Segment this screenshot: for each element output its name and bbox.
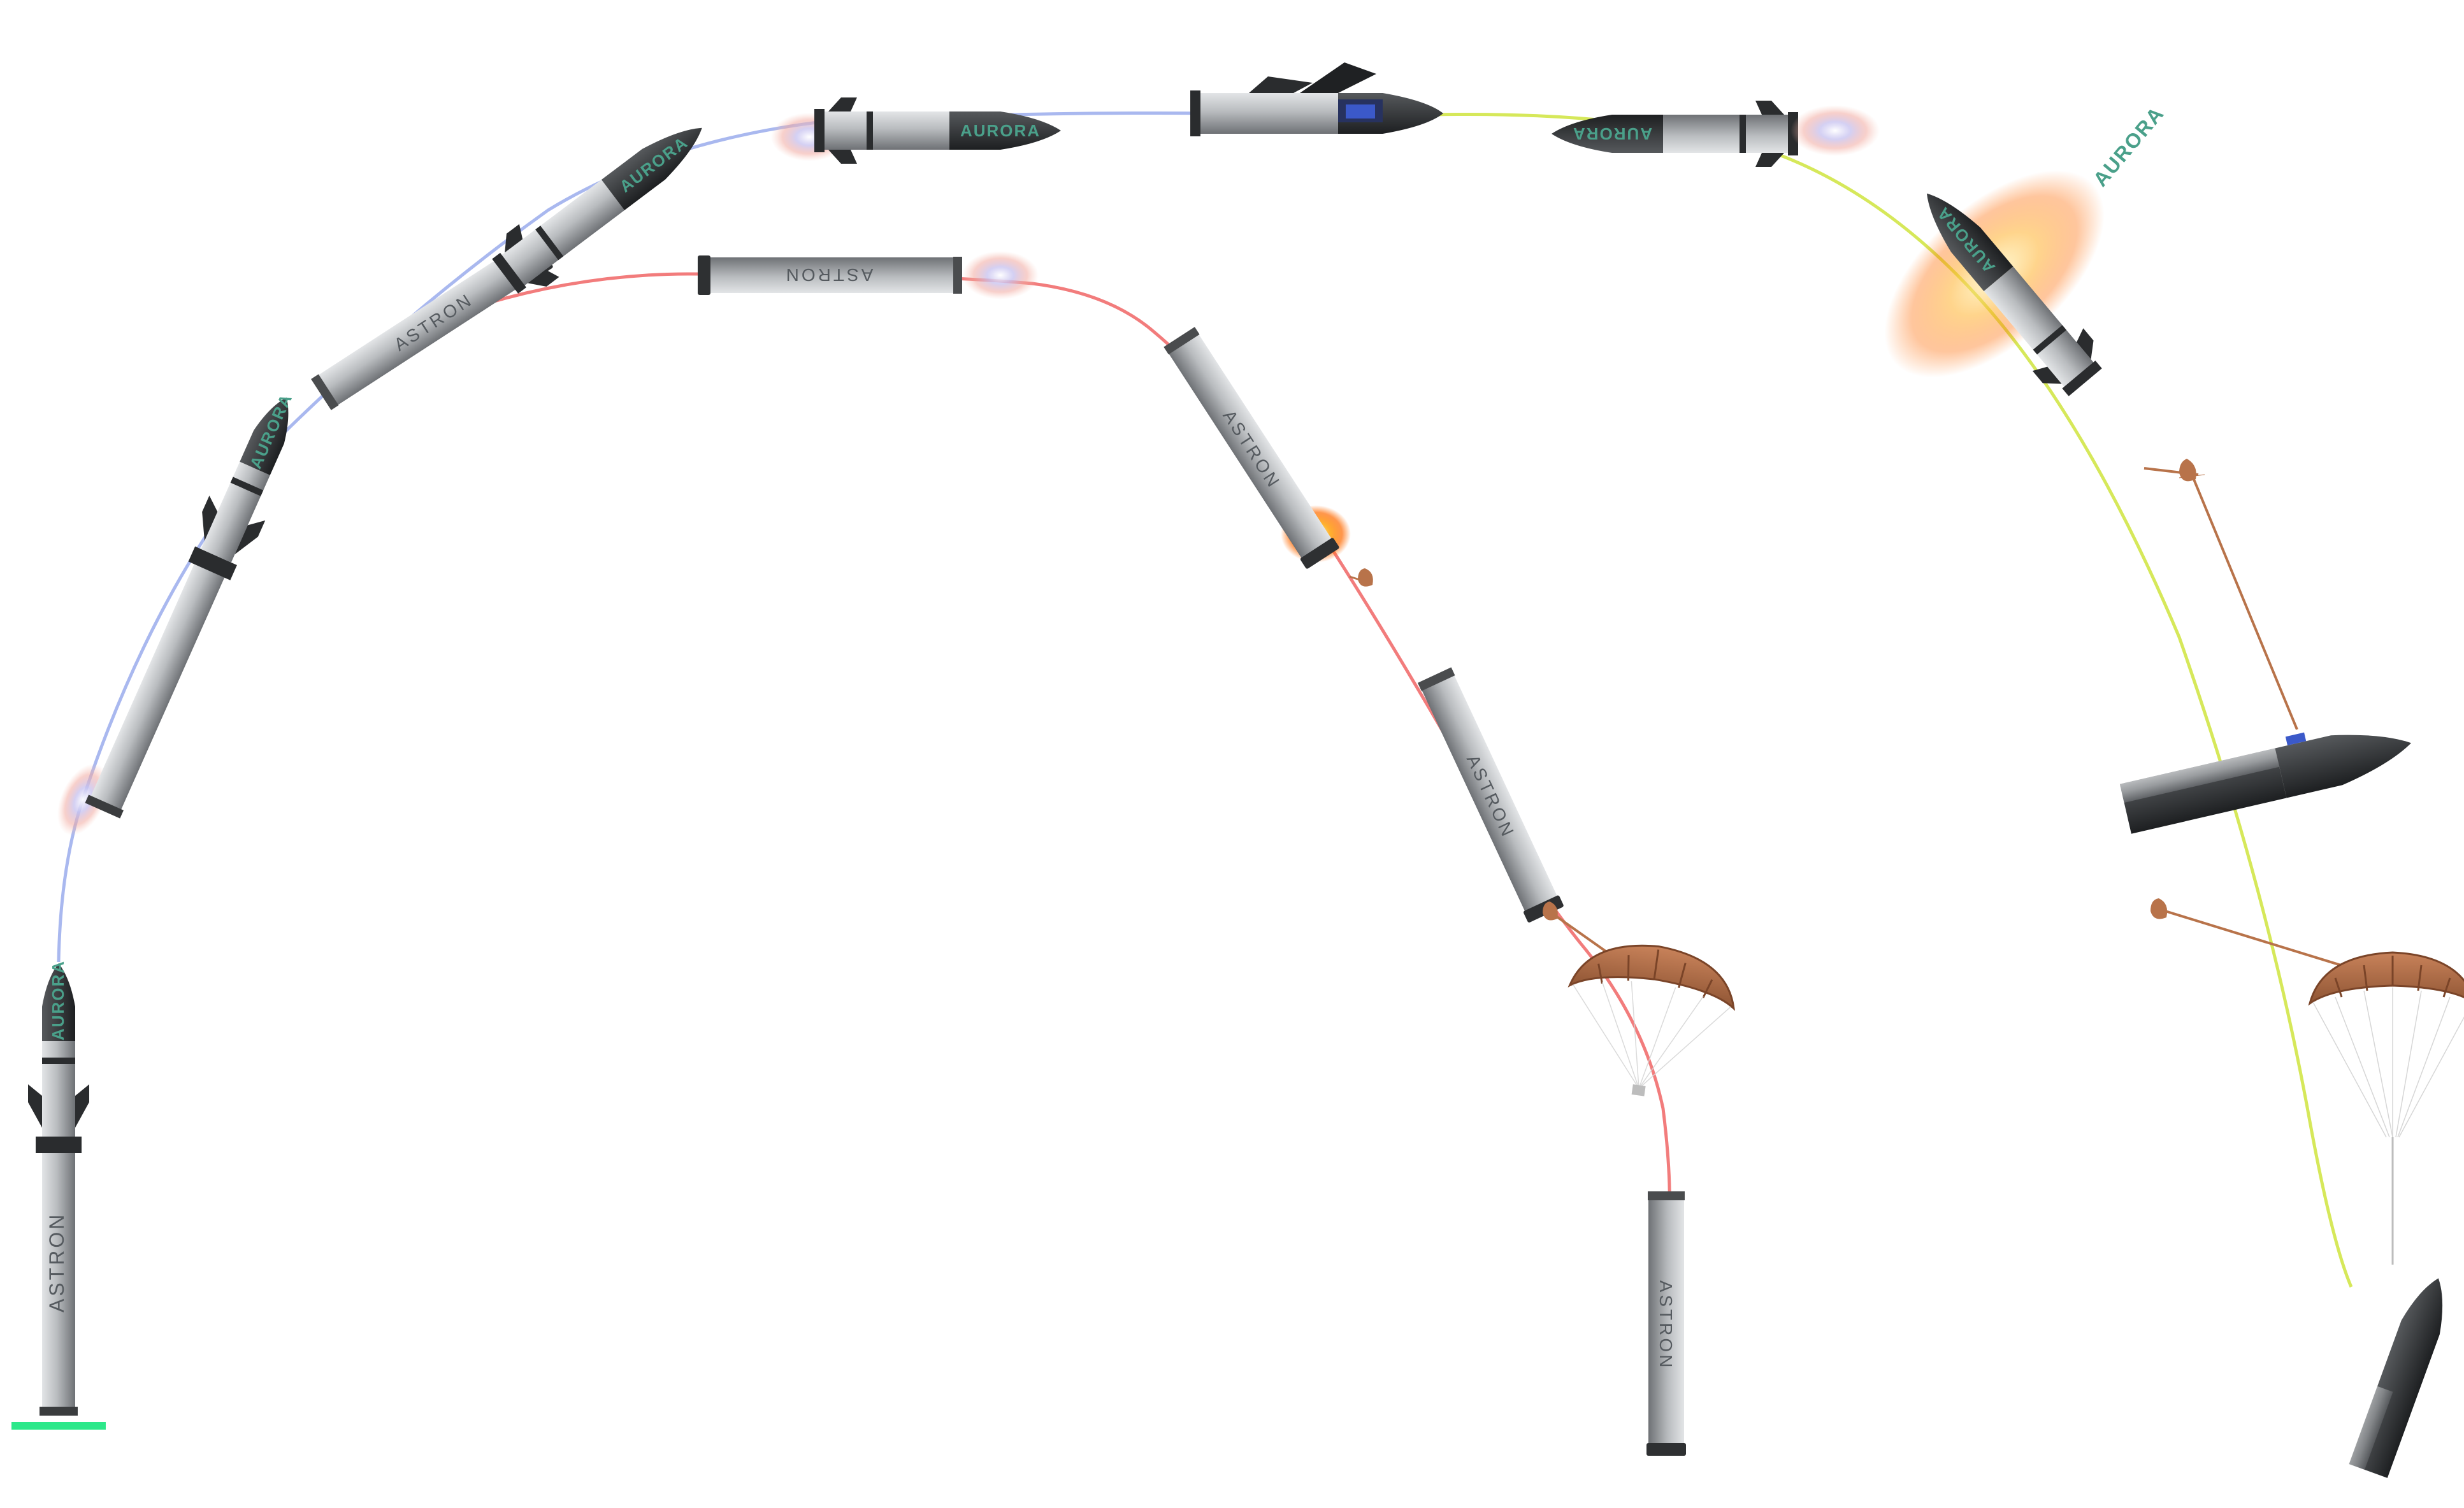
upper-stage-label: AURORA	[2089, 102, 2169, 191]
upper-horizontal-descent	[2119, 732, 2412, 834]
plume-cruise	[1790, 105, 1880, 156]
upper-ascent-4	[814, 97, 1061, 164]
booster-coast	[698, 255, 962, 295]
rocket-ascent-1	[75, 382, 316, 823]
booster-label: ASTRON	[45, 1212, 68, 1312]
upper-cruise	[1552, 101, 1798, 167]
upper-second-drogue	[2151, 898, 2352, 970]
booster-reentry	[1162, 326, 1351, 570]
drogue-chute-icon	[2179, 459, 2298, 730]
booster-drogue	[1349, 568, 1373, 587]
launch-pad-icon	[11, 1422, 106, 1430]
booster-descent	[1416, 666, 1564, 923]
booster-landing	[1646, 1191, 1686, 1456]
label-group: AURORA ASTRON	[45, 102, 2168, 1312]
upper-stage-trajectory	[1433, 112, 2353, 1288]
upper-landing	[2349, 1278, 2443, 1478]
parachute-icon	[2309, 951, 2464, 1265]
rocket-on-pad	[28, 959, 89, 1416]
plume-booster-flip	[962, 251, 1039, 299]
booster-main-parachute	[1568, 933, 1742, 1096]
upper-stage-payload-release	[1190, 62, 1443, 136]
upper-reentry	[1884, 170, 2111, 404]
plume-ascent-1	[57, 763, 108, 836]
